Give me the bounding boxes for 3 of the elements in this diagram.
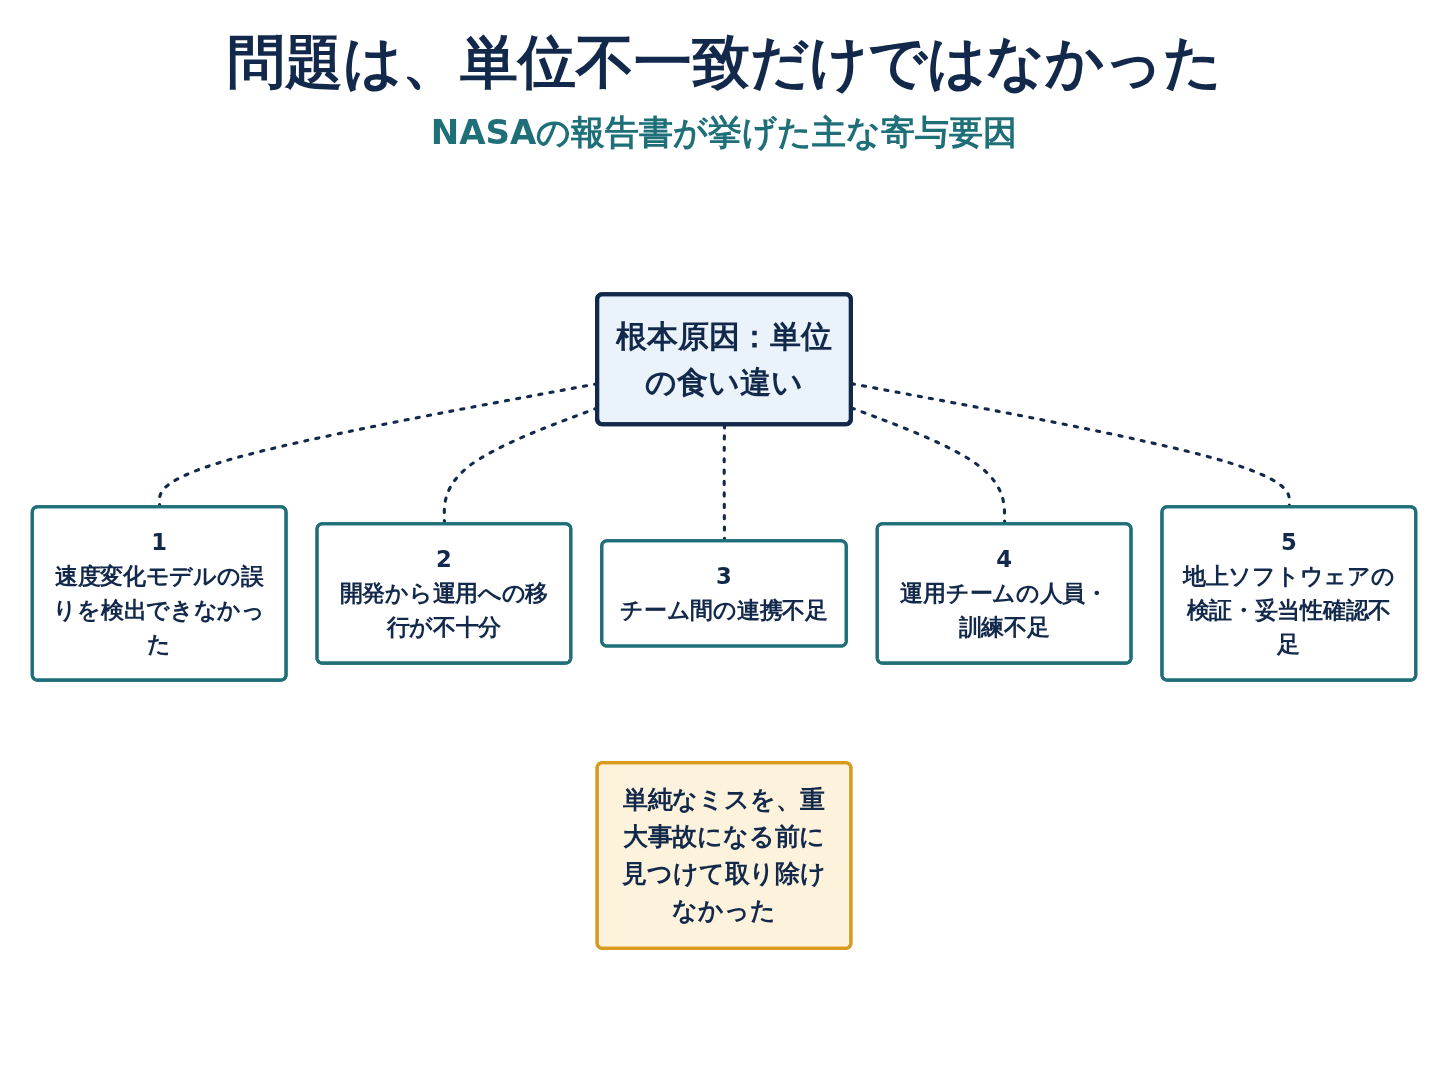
- subtitle: NASAの報告書が挙げた主な寄与要因: [430, 111, 1018, 154]
- title: 問題は、単位不一致だけではなかった: [226, 27, 1222, 98]
- diagram: 1 速度変化モデルの誤りを検出できなかった 2 開発から運用への移行が不十分 根本原因：単位の食い違い 3 チーム間の連携不足 4 運用チームの人員・訓練不足 5 地上ソフトウェアの検証・妥当性確認不足 単純なミスを、重大事故になる前に見つけて取り除けなかった: [24, 285, 1424, 957]
